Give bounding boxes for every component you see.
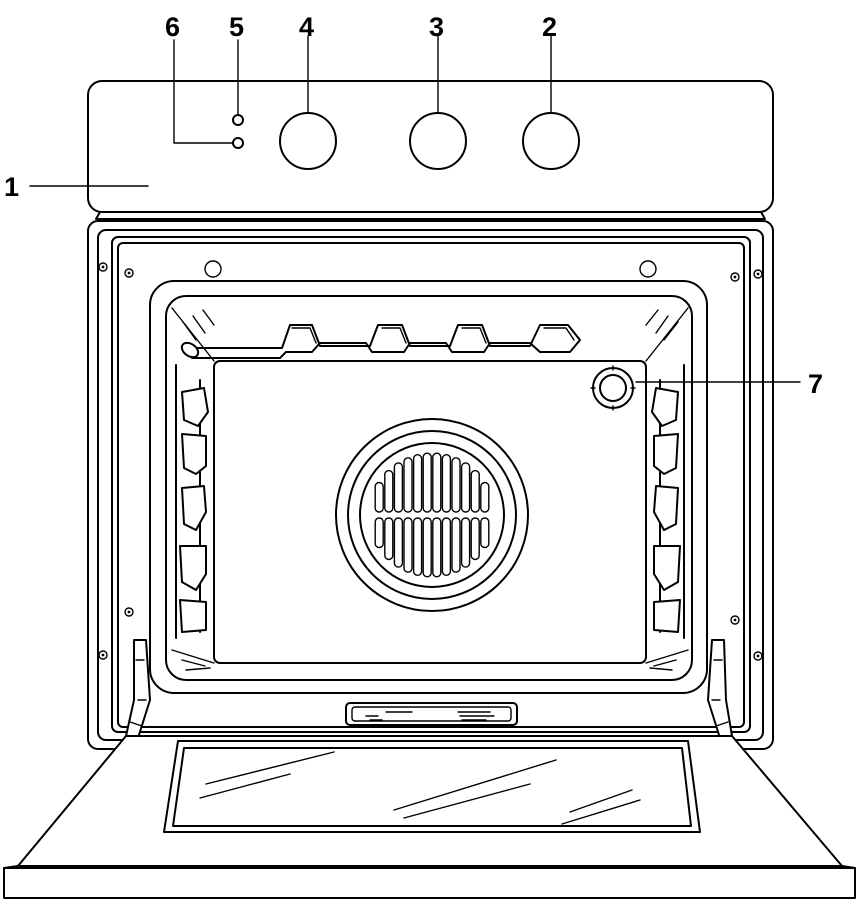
grill-element bbox=[180, 324, 581, 359]
fan-slot bbox=[480, 481, 490, 513]
fan-slot bbox=[470, 517, 480, 561]
fan-slot bbox=[393, 517, 404, 568]
control-panel bbox=[87, 80, 774, 220]
fan-slot bbox=[374, 481, 384, 513]
knob-middle bbox=[409, 112, 467, 170]
fan-slot bbox=[403, 517, 413, 573]
oven-door bbox=[3, 735, 856, 899]
oven-cavity bbox=[149, 280, 708, 694]
left-shelf-runners bbox=[175, 364, 209, 639]
callout-7: 7 bbox=[808, 369, 823, 399]
frame-screws bbox=[98, 260, 763, 661]
callout-5: 5 bbox=[229, 12, 244, 42]
callout-1: 1 bbox=[4, 172, 19, 202]
fan-slot bbox=[432, 452, 442, 513]
fan-slots bbox=[374, 452, 490, 578]
fan-slot bbox=[412, 453, 423, 513]
fan-slot bbox=[441, 453, 452, 513]
fan-slot bbox=[451, 517, 461, 573]
fan-slot bbox=[403, 457, 413, 513]
fan-slot bbox=[374, 517, 384, 549]
callout-labels: 1 2 3 4 5 6 7 bbox=[4, 12, 823, 399]
right-shelf-runners bbox=[651, 364, 685, 639]
convection-fan bbox=[335, 418, 529, 612]
fan-slot bbox=[412, 517, 423, 577]
callout-6: 6 bbox=[165, 12, 180, 42]
fan-slot bbox=[432, 517, 442, 578]
fan-slot bbox=[451, 457, 461, 513]
knob-left bbox=[279, 112, 337, 170]
fan-slot bbox=[422, 452, 432, 513]
fan-slot bbox=[480, 517, 490, 549]
door-latch-plate bbox=[345, 702, 518, 726]
door-window bbox=[163, 740, 701, 833]
fan-slot bbox=[460, 517, 471, 568]
leader-lines bbox=[29, 35, 801, 383]
callout-4: 4 bbox=[299, 12, 314, 42]
knob-right bbox=[522, 112, 580, 170]
fan-slot bbox=[460, 462, 471, 513]
callout-2: 2 bbox=[542, 12, 557, 42]
indicator-light-upper bbox=[232, 114, 244, 126]
fan-slot bbox=[441, 517, 452, 577]
fan-slot bbox=[384, 517, 394, 561]
oven-lamp bbox=[590, 365, 636, 411]
callout-3: 3 bbox=[429, 12, 444, 42]
indicator-light-lower bbox=[232, 137, 244, 149]
fan-slot bbox=[470, 469, 480, 513]
fan-slot bbox=[422, 517, 432, 578]
fan-slot bbox=[393, 462, 404, 513]
fan-slot bbox=[384, 469, 394, 513]
